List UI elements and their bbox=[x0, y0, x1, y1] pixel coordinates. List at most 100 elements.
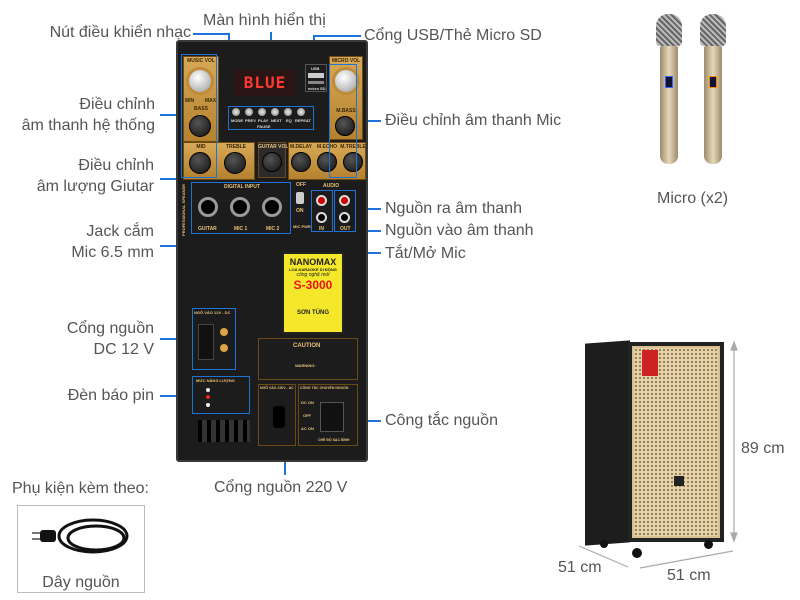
repeat-label: REPEAT bbox=[295, 118, 311, 123]
callout-line bbox=[355, 208, 381, 210]
next-label: NEXT bbox=[271, 118, 282, 123]
m-delay-label: M.DELAY bbox=[289, 144, 313, 150]
m-treble-label: M.TREBLE bbox=[340, 144, 366, 150]
battery-led-charge bbox=[206, 403, 210, 407]
bass-knob[interactable] bbox=[189, 115, 211, 137]
ac-input-section bbox=[258, 384, 296, 446]
width-dimension: 51 cm bbox=[667, 567, 711, 584]
power-rocker-switch[interactable] bbox=[320, 402, 344, 432]
mic-off-label: OFF bbox=[296, 182, 306, 188]
guitar-vol-knob[interactable] bbox=[262, 152, 282, 172]
audio-in-white-rca[interactable] bbox=[316, 212, 327, 223]
music-vol-label: MUSIC VOL bbox=[187, 58, 215, 64]
prev-button[interactable] bbox=[245, 108, 253, 116]
switch-dc-label: DC ON bbox=[301, 400, 314, 405]
guitar-vol-label: GUITAR VOL bbox=[258, 144, 289, 150]
height-dimension: 89 cm bbox=[741, 440, 785, 457]
callout-music-control: Nút điều khiển nhạc bbox=[49, 24, 191, 41]
usb-port[interactable] bbox=[308, 73, 324, 78]
battery-led-normal bbox=[206, 395, 210, 399]
next-button[interactable] bbox=[271, 108, 279, 116]
callout-power-switch: Công tắc nguồn bbox=[385, 412, 498, 429]
callout-mic-power: Tắt/Mở Mic bbox=[385, 245, 466, 262]
mic-sound-highlight bbox=[329, 64, 357, 178]
audio-out-highlight bbox=[334, 190, 356, 232]
sd-slot[interactable] bbox=[308, 81, 324, 84]
power-switch-section bbox=[298, 384, 358, 446]
negative-icon bbox=[220, 328, 228, 336]
power-cord-icon bbox=[32, 518, 129, 554]
mic1-jack[interactable] bbox=[230, 197, 250, 217]
led-display: BLUE bbox=[234, 70, 296, 96]
mode-button[interactable] bbox=[232, 108, 240, 116]
dc-input-section bbox=[192, 308, 236, 370]
treble-knob[interactable] bbox=[224, 152, 246, 174]
ac-input-label: NGÕ VÀO 220V - AC bbox=[260, 386, 294, 390]
m-bass-knob[interactable] bbox=[335, 116, 355, 136]
dc-terminal[interactable] bbox=[198, 324, 214, 360]
callout-line bbox=[313, 35, 361, 37]
pause-label: PAUSE bbox=[257, 124, 271, 129]
out-label: OUT bbox=[340, 226, 351, 232]
dc-input-label: NGÕ VÀO 12V - DC bbox=[194, 310, 231, 315]
callout-display: Màn hình hiển thị bbox=[203, 12, 326, 29]
repeat-button[interactable] bbox=[297, 108, 305, 116]
switch-off-label: OFF bbox=[303, 413, 311, 418]
micro-vol-knob[interactable] bbox=[332, 67, 360, 95]
accessory-box: Dây nguồn bbox=[17, 505, 145, 593]
m-bass-label: M.BASS bbox=[336, 108, 356, 114]
prev-label: PREV bbox=[245, 118, 256, 123]
audio-in-red-rca[interactable] bbox=[316, 195, 327, 206]
usb-label: USB bbox=[311, 66, 320, 71]
callout-line bbox=[160, 338, 191, 340]
eq-label: EQ bbox=[286, 118, 292, 123]
in-label: IN bbox=[319, 226, 324, 232]
mid-knob[interactable] bbox=[189, 152, 211, 174]
m-delay-knob[interactable] bbox=[291, 152, 311, 172]
ac-power-socket[interactable] bbox=[273, 406, 285, 428]
callout-line bbox=[193, 33, 229, 35]
mode-label: MODE bbox=[231, 118, 243, 123]
max-label: MAX bbox=[205, 98, 217, 104]
eq-button[interactable] bbox=[284, 108, 292, 116]
microphone-2 bbox=[700, 14, 726, 164]
micro-count-label: Micro (x2) bbox=[657, 190, 729, 207]
play-pause-button[interactable] bbox=[258, 108, 266, 116]
mic-power-switch[interactable] bbox=[296, 192, 304, 204]
caution-plate: CAUTION WARNING: bbox=[258, 338, 358, 380]
speaker-badge bbox=[642, 350, 658, 376]
m-echo-knob[interactable] bbox=[317, 152, 337, 172]
audio-label: AUDIO bbox=[323, 183, 340, 189]
callout-mic-sound: Điều chỉnh âm thanh Mic bbox=[385, 112, 562, 129]
switch-ac-label: AC ON bbox=[301, 426, 314, 431]
guitar-jack[interactable] bbox=[198, 197, 218, 217]
power-cord-label: Dây nguồn bbox=[42, 574, 120, 591]
vent-slots bbox=[198, 420, 250, 442]
callout-line bbox=[355, 120, 381, 122]
speaker-control-panel: MUSIC VOL MIN MAX BASS MID TREBLE GUITAR… bbox=[176, 40, 368, 462]
micro-sd-label: micro SD bbox=[308, 86, 326, 91]
music-control-highlight bbox=[228, 106, 314, 130]
callout-audio-in: Nguồn vào âm thanh bbox=[385, 222, 534, 239]
accessories-title: Phụ kiện kèm theo: bbox=[12, 480, 149, 497]
microphone-1 bbox=[656, 14, 682, 164]
callout-audio-out: Nguồn ra âm thanh bbox=[385, 200, 522, 217]
audio-in-highlight bbox=[311, 190, 333, 232]
mic2-jack[interactable] bbox=[262, 197, 282, 217]
micro-vol-label: MICRO VOL bbox=[331, 58, 361, 64]
m-echo-label: M.ECHO bbox=[317, 144, 337, 150]
wheel bbox=[600, 540, 608, 548]
mic1-jack-label: MIC 1 bbox=[234, 226, 248, 232]
m-treble-knob[interactable] bbox=[343, 152, 363, 172]
usb-sd-slot[interactable] bbox=[305, 64, 327, 92]
audio-out-white-rca[interactable] bbox=[339, 212, 350, 223]
mic-on-label: ON bbox=[296, 208, 304, 214]
positive-icon bbox=[220, 344, 228, 352]
mic2-jack-label: MIC 2 bbox=[266, 226, 280, 232]
wheel bbox=[632, 548, 642, 558]
music-vol-knob[interactable] bbox=[186, 67, 214, 95]
audio-out-red-rca[interactable] bbox=[339, 195, 350, 206]
